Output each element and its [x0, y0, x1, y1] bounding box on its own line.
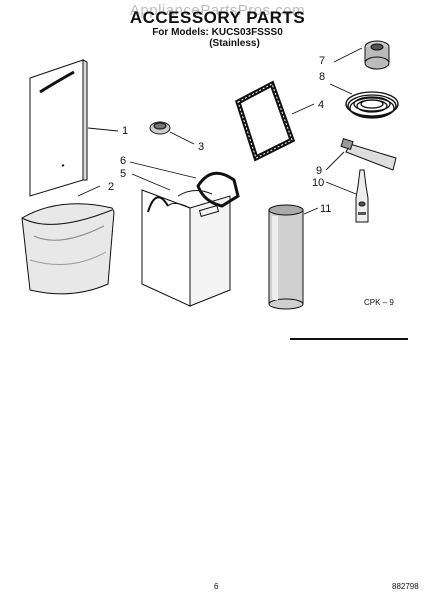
- callout-9: 9: [316, 165, 322, 177]
- model-info: For Models: KUCS03FSSS0 (Stainless): [0, 27, 435, 49]
- document-number: 882798: [392, 582, 419, 591]
- callout-7: 7: [319, 55, 325, 67]
- part-band: [196, 171, 240, 208]
- models-line: For Models: KUCS03FSSS0: [152, 27, 283, 38]
- callout-11: 11: [320, 203, 331, 215]
- part-bin: [141, 189, 231, 307]
- callout-5: 5: [120, 168, 126, 180]
- part-knob: [149, 121, 171, 135]
- callout-1: 1: [122, 125, 128, 137]
- page-number: 6: [214, 582, 219, 591]
- finish-line: (Stainless): [209, 38, 260, 49]
- watermark: AppliancePartsPros.com: [129, 2, 306, 19]
- part-liner-bag: [21, 203, 115, 295]
- diagram-code: CPK – 9: [364, 298, 394, 307]
- part-door-panel: [29, 59, 88, 197]
- part-bottle: [355, 169, 369, 223]
- callout-4: 4: [318, 99, 324, 111]
- part-gasket: [234, 80, 296, 162]
- divider-line: [290, 338, 408, 340]
- callout-3: 3: [198, 141, 204, 153]
- part-spray-can: [268, 204, 304, 310]
- part-paste-tube: [340, 138, 397, 171]
- callout-10: 10: [312, 177, 324, 189]
- part-tape-roll: [364, 40, 390, 70]
- page-title: ACCESSORY PARTS: [129, 8, 306, 27]
- part-coiled-tubing: [345, 91, 399, 119]
- callout-6: 6: [120, 155, 126, 167]
- callout-8: 8: [319, 71, 325, 83]
- callout-2: 2: [108, 181, 114, 193]
